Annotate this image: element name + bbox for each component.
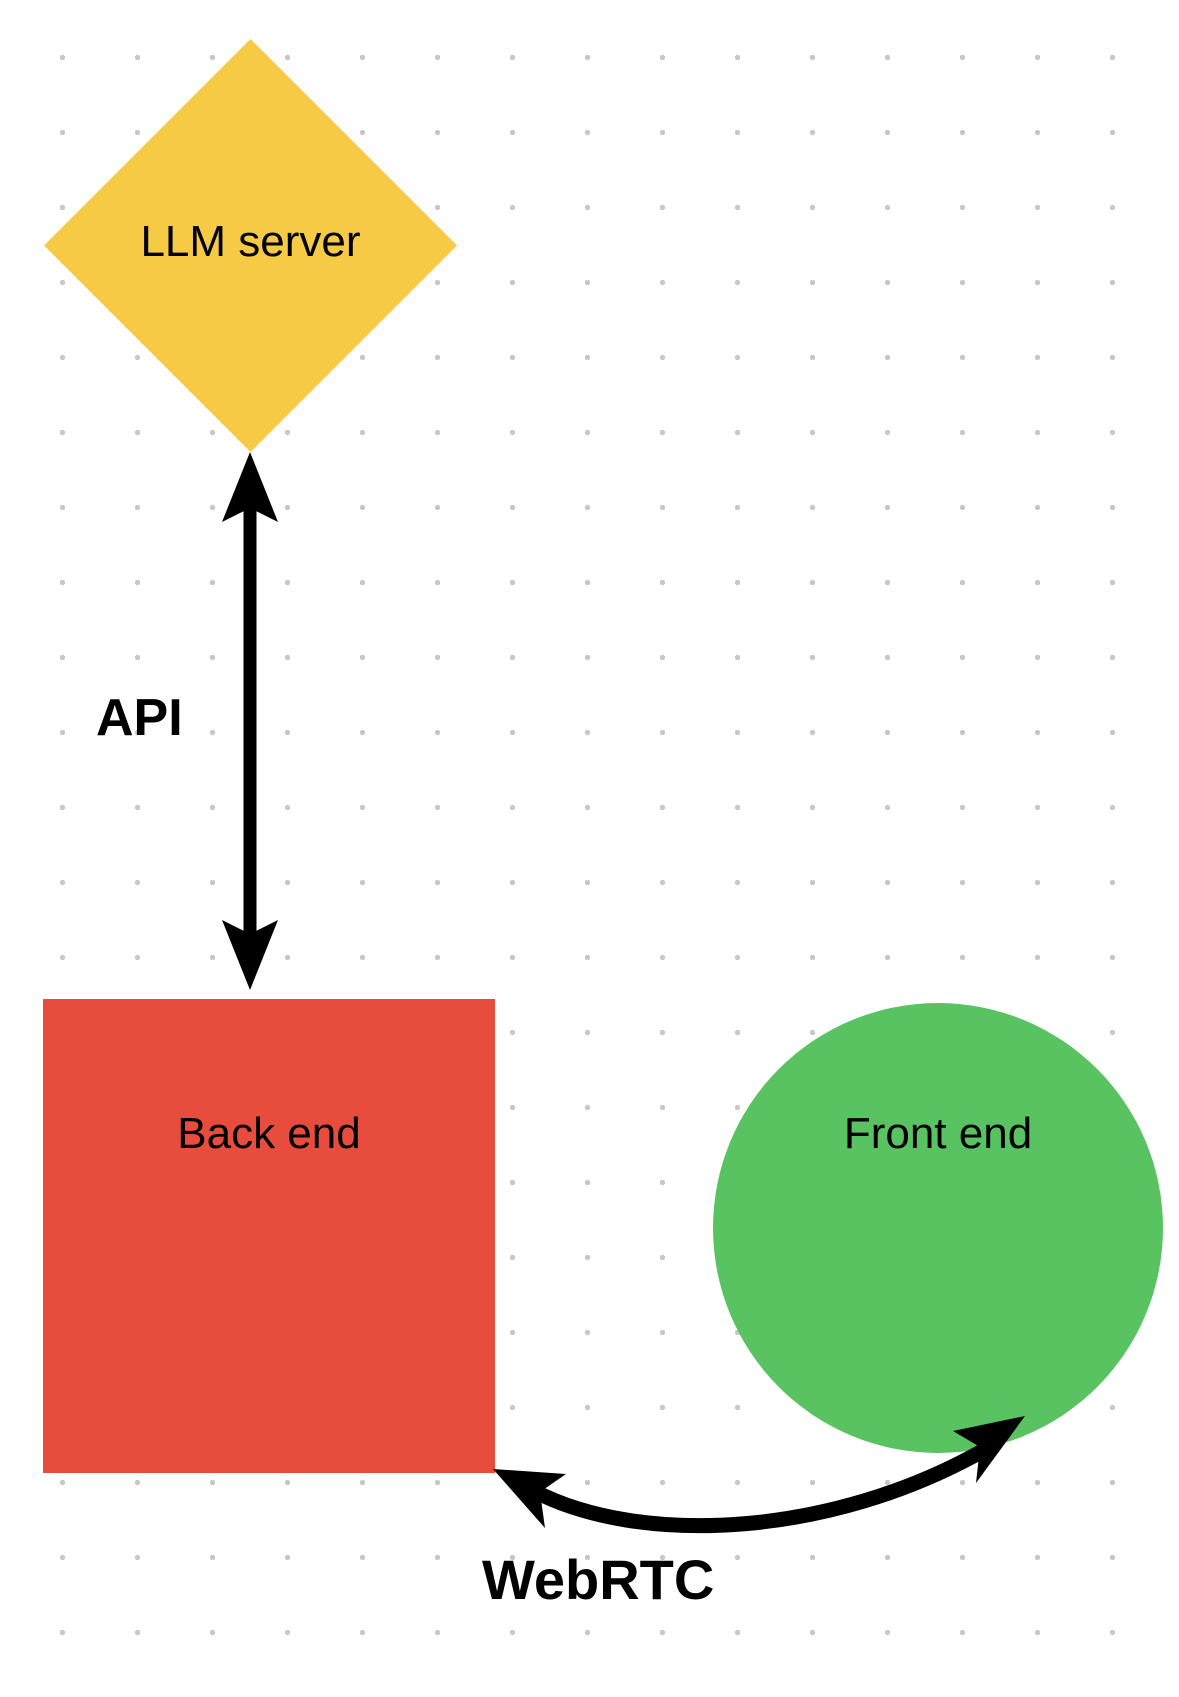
edge-webrtc-shaft bbox=[530, 1442, 990, 1534]
edge-webrtc-arrowhead-right bbox=[953, 1416, 1025, 1483]
edge-api-label: API bbox=[96, 689, 183, 747]
edge-webrtc-arrow[interactable] bbox=[493, 1416, 1025, 1534]
edge-api-arrowhead-down bbox=[222, 920, 278, 990]
edge-api-arrowhead-up bbox=[222, 452, 278, 522]
node-front-end[interactable] bbox=[713, 1003, 1163, 1453]
node-back-end[interactable] bbox=[43, 999, 495, 1473]
edge-api-arrow[interactable] bbox=[222, 452, 278, 990]
edge-webrtc-arrowhead-left bbox=[493, 1469, 566, 1528]
edge-webrtc-label: WebRTC bbox=[482, 1548, 715, 1611]
